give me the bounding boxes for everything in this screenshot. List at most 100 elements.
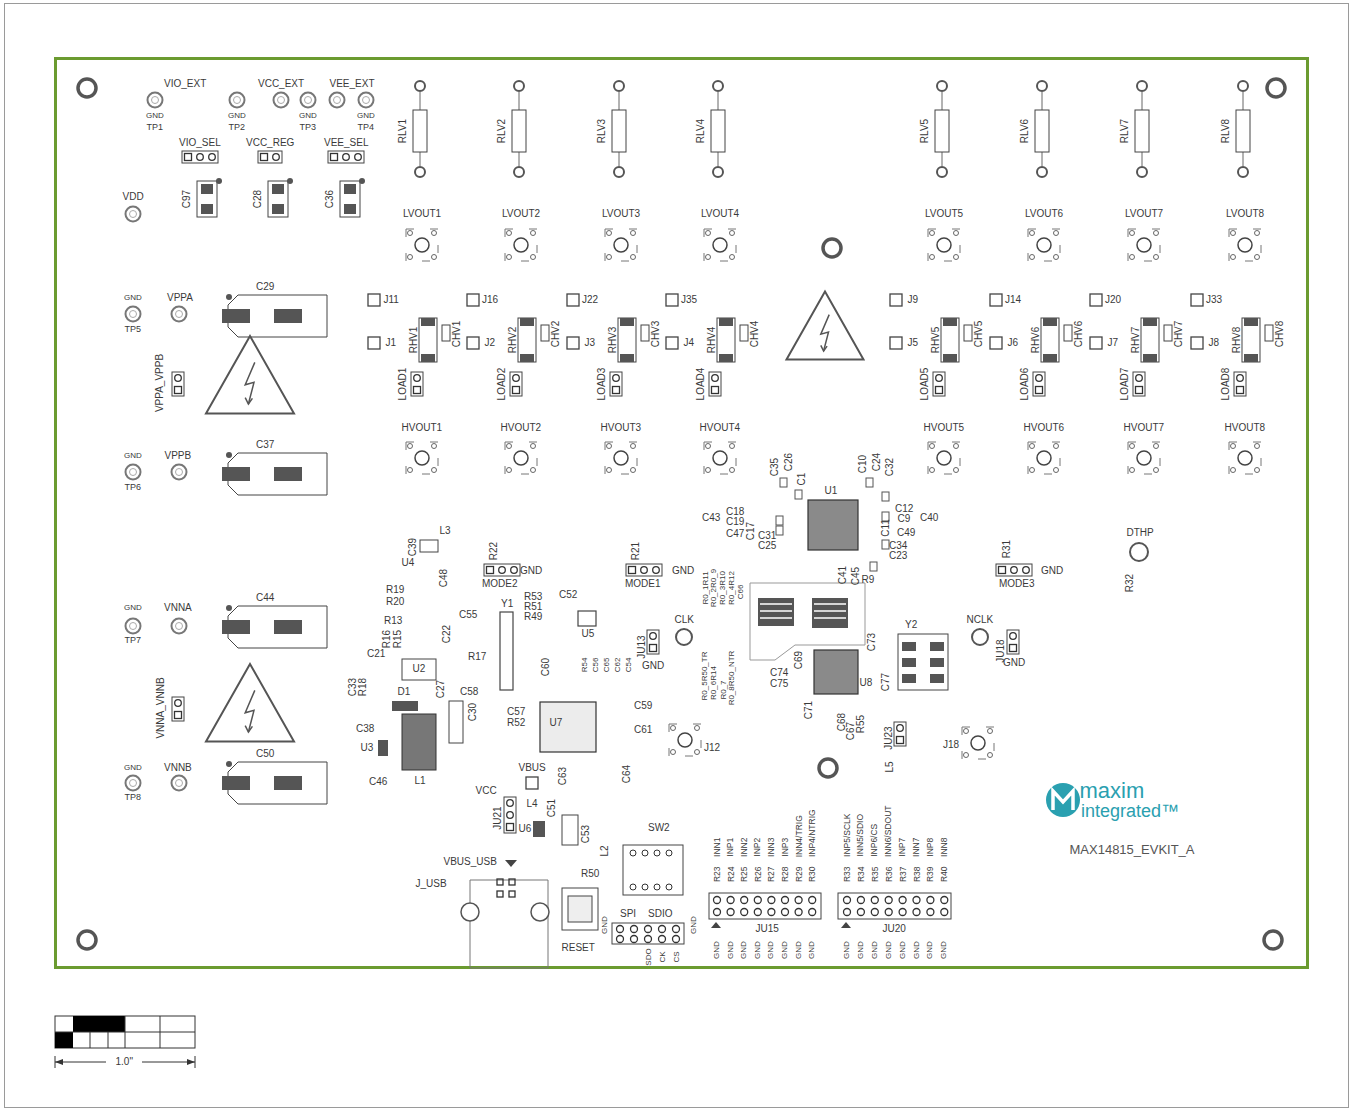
silkscreen-label: C36 bbox=[325, 190, 335, 208]
test-point bbox=[172, 619, 187, 634]
switch-pin bbox=[654, 850, 660, 856]
test-point-hole bbox=[176, 623, 183, 630]
sma-center bbox=[1037, 238, 1051, 252]
sma-outline bbox=[1028, 229, 1060, 261]
polarity-dot bbox=[287, 178, 293, 184]
jumper-pad bbox=[666, 294, 678, 306]
silkscreen-label: C74 bbox=[770, 668, 788, 678]
header-pin bbox=[617, 936, 624, 943]
sma-outline bbox=[1229, 442, 1261, 474]
sma-pin bbox=[988, 729, 993, 734]
jumper-array bbox=[758, 598, 794, 626]
silkscreen-label: VCC bbox=[476, 786, 497, 796]
silkscreen-label: TP2 bbox=[229, 123, 246, 132]
usb-pin bbox=[509, 879, 515, 885]
pin-header bbox=[709, 893, 821, 919]
header-pin bbox=[499, 567, 506, 574]
polarity-dot bbox=[226, 761, 232, 767]
silkscreen-label: INP3 bbox=[781, 838, 790, 857]
silkscreen-label: GND bbox=[124, 604, 142, 612]
silkscreen-label: JU20 bbox=[883, 924, 906, 934]
sma-center bbox=[937, 238, 951, 252]
silkscreen-label: C62 bbox=[614, 658, 622, 673]
sma-pin bbox=[671, 750, 676, 755]
silkscreen-label: CHV1 bbox=[452, 321, 462, 348]
warning-triangle bbox=[787, 292, 864, 360]
test-point-hole bbox=[278, 97, 285, 104]
sma-outline bbox=[605, 229, 637, 261]
pin-1 bbox=[650, 645, 657, 652]
silkscreen-label: L1 bbox=[415, 776, 426, 786]
header-pin bbox=[941, 897, 948, 904]
pin-marker bbox=[841, 922, 851, 928]
silkscreen-label: R0_4R12 bbox=[728, 571, 736, 605]
sma-center bbox=[713, 238, 727, 252]
smd-pad bbox=[866, 478, 873, 487]
crystal-pad bbox=[930, 674, 944, 683]
sma-center bbox=[1238, 238, 1252, 252]
sma-center bbox=[678, 733, 692, 747]
silkscreen-label: U7 bbox=[550, 718, 563, 728]
silkscreen-label: INN6/SDOUT bbox=[885, 806, 894, 857]
silkscreen-label: SPI bbox=[620, 909, 636, 919]
ic-package bbox=[540, 702, 596, 752]
silkscreen-label: GND bbox=[740, 941, 748, 959]
silkscreen-label: MODE2 bbox=[482, 579, 518, 589]
silkscreen-label: R20 bbox=[386, 597, 404, 607]
header-pin bbox=[511, 567, 518, 574]
polarity-dot bbox=[216, 178, 222, 184]
silkscreen-label: GND bbox=[754, 941, 762, 959]
header-pin bbox=[659, 926, 666, 933]
sma-outline bbox=[704, 229, 736, 261]
pin-1 bbox=[175, 712, 182, 719]
sma-pin bbox=[507, 468, 512, 473]
silkscreen-label: GND bbox=[299, 112, 317, 120]
silkscreen-label: VEE_EXT bbox=[330, 79, 375, 89]
silkscreen-label: C46 bbox=[369, 777, 387, 787]
silkscreen-label: GND bbox=[713, 941, 721, 959]
test-point bbox=[172, 776, 187, 791]
silkscreen-label: R27 bbox=[767, 866, 776, 882]
crystal-pad bbox=[930, 658, 944, 667]
silkscreen-label: GND bbox=[781, 941, 789, 959]
silkscreen-label: GND bbox=[912, 941, 920, 959]
relay-lead-hole bbox=[1238, 81, 1248, 91]
silkscreen-label: GND bbox=[124, 294, 142, 302]
silkscreen-label: R0_8R50_NTR bbox=[728, 651, 736, 706]
inductor-outline bbox=[420, 540, 438, 552]
test-point bbox=[330, 93, 345, 108]
test-point-hole bbox=[130, 211, 137, 218]
sma-pin bbox=[1231, 444, 1236, 449]
resistor-pad bbox=[1244, 318, 1258, 326]
header-pin bbox=[273, 154, 280, 161]
header-pin bbox=[1136, 375, 1143, 382]
silkscreen-label: VEE_SEL bbox=[324, 138, 368, 148]
pin-marker bbox=[711, 922, 721, 928]
silkscreen-label: C48 bbox=[439, 569, 449, 587]
relay-lead-hole bbox=[1037, 81, 1047, 91]
ic-package bbox=[808, 500, 858, 550]
jumper-pad bbox=[467, 294, 479, 306]
sma-center bbox=[415, 238, 429, 252]
switch-pin bbox=[630, 850, 636, 856]
silkscreen-label: GND bbox=[843, 941, 851, 959]
silkscreen-label: C34 bbox=[889, 541, 907, 551]
silkscreen-label: MODE3 bbox=[999, 579, 1035, 589]
resistor-pad bbox=[620, 318, 634, 326]
sma-outline bbox=[505, 442, 537, 474]
header-pin bbox=[414, 375, 421, 382]
silkscreen-label: J1 bbox=[386, 338, 397, 348]
silkscreen-label: INP6/CS bbox=[871, 824, 880, 857]
silkscreen-label: TP4 bbox=[358, 123, 375, 132]
switch-pin bbox=[666, 850, 672, 856]
sma-pin bbox=[1030, 468, 1035, 473]
switch-pin bbox=[630, 884, 636, 890]
silkscreen-label: RHV4 bbox=[707, 327, 717, 354]
silkscreen-label: C45 bbox=[851, 567, 861, 585]
silkscreen-label: R17 bbox=[468, 652, 486, 662]
silkscreen-label: INN1 bbox=[713, 838, 722, 857]
sma-pin bbox=[432, 255, 437, 260]
silkscreen-label: INP2 bbox=[754, 838, 763, 857]
switch-cap bbox=[568, 896, 592, 922]
silkscreen-label: GND bbox=[871, 941, 879, 959]
